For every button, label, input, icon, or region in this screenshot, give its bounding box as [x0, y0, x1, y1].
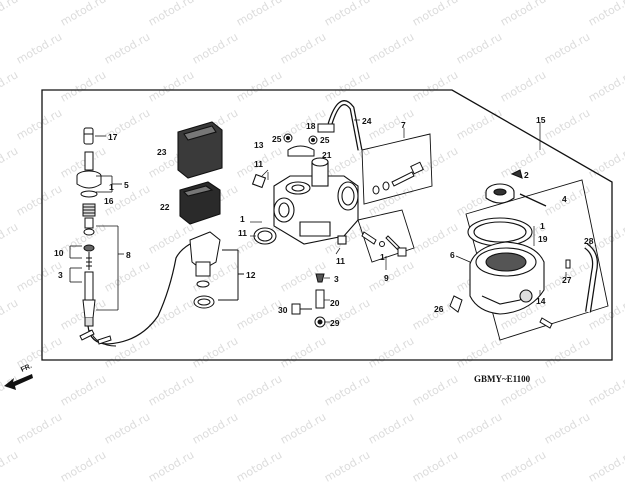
- part-label-10: 10: [54, 248, 64, 258]
- part-label-20: 20: [330, 298, 340, 308]
- part-label-24: 24: [362, 116, 372, 126]
- fr-arrow-icon: FR.: [4, 363, 33, 390]
- part-label-1-left: 1: [109, 182, 114, 192]
- part-label-3-left: 3: [58, 270, 63, 280]
- cover-parts: [177, 121, 223, 225]
- part-label-16: 16: [104, 196, 114, 206]
- part-label-17: 17: [108, 132, 118, 142]
- part-label-11-low: 11: [336, 256, 345, 266]
- jet-parts: [291, 273, 326, 328]
- diagram-code: GBMY~E1100: [474, 374, 531, 384]
- diagram-frame: [41, 89, 613, 361]
- part-label-1-right: 1: [540, 221, 545, 231]
- wire-harness: [87, 243, 191, 345]
- screws-25: [283, 133, 318, 145]
- part-label-2: 2: [524, 170, 529, 180]
- part-label-28: 28: [584, 236, 594, 246]
- part-label-11-body: 11: [238, 228, 247, 238]
- part-label-5: 5: [124, 180, 129, 190]
- part-label-19: 19: [538, 234, 548, 244]
- part-label-9: 9: [384, 273, 389, 283]
- part-label-25-right: 25: [320, 135, 330, 145]
- small-fasteners: [449, 259, 571, 329]
- left-leader-lines: [69, 135, 124, 311]
- enricher-cap: [485, 169, 547, 207]
- part-label-22: 22: [160, 202, 170, 212]
- part-label-1-box9: 1: [380, 252, 385, 262]
- part-label-25-left: 25: [272, 134, 282, 144]
- part-label-3-mid: 3: [334, 274, 339, 284]
- part-label-14: 14: [536, 296, 546, 306]
- part-label-29: 29: [330, 318, 340, 328]
- part-label-30: 30: [278, 305, 288, 315]
- part-label-27: 27: [562, 275, 572, 285]
- part-labels: 17 5 1 16 8 10 3 23 22 12 11 13 1 11 11 …: [54, 115, 594, 328]
- part-label-4: 4: [562, 194, 567, 204]
- pilot-screw-set: [357, 209, 415, 263]
- part-label-1-body: 1: [240, 214, 245, 224]
- tube-clamp: [317, 123, 335, 133]
- leader-lines: [250, 119, 591, 323]
- carburetor-parts-diagram: FR.: [4, 89, 613, 390]
- part-label-13: 13: [254, 140, 264, 150]
- part-label-18: 18: [306, 121, 316, 131]
- plate-21: [287, 145, 315, 157]
- part-label-8: 8: [126, 250, 131, 260]
- part-label-6: 6: [450, 250, 455, 260]
- part-label-15: 15: [536, 115, 546, 125]
- direction-label: FR.: [20, 363, 33, 374]
- part-label-11-top: 11: [254, 159, 263, 169]
- part-label-26: 26: [434, 304, 444, 314]
- carburetor-body: [251, 157, 359, 245]
- float-chamber: [467, 217, 545, 315]
- part-label-12: 12: [246, 270, 256, 280]
- throttle-sensor-connector: [189, 231, 244, 309]
- needle-jet-assembly: [76, 127, 102, 327]
- air-screw-set: [361, 133, 433, 205]
- part-label-23: 23: [157, 147, 167, 157]
- part-label-21: 21: [322, 150, 332, 160]
- part-label-7: 7: [401, 120, 406, 130]
